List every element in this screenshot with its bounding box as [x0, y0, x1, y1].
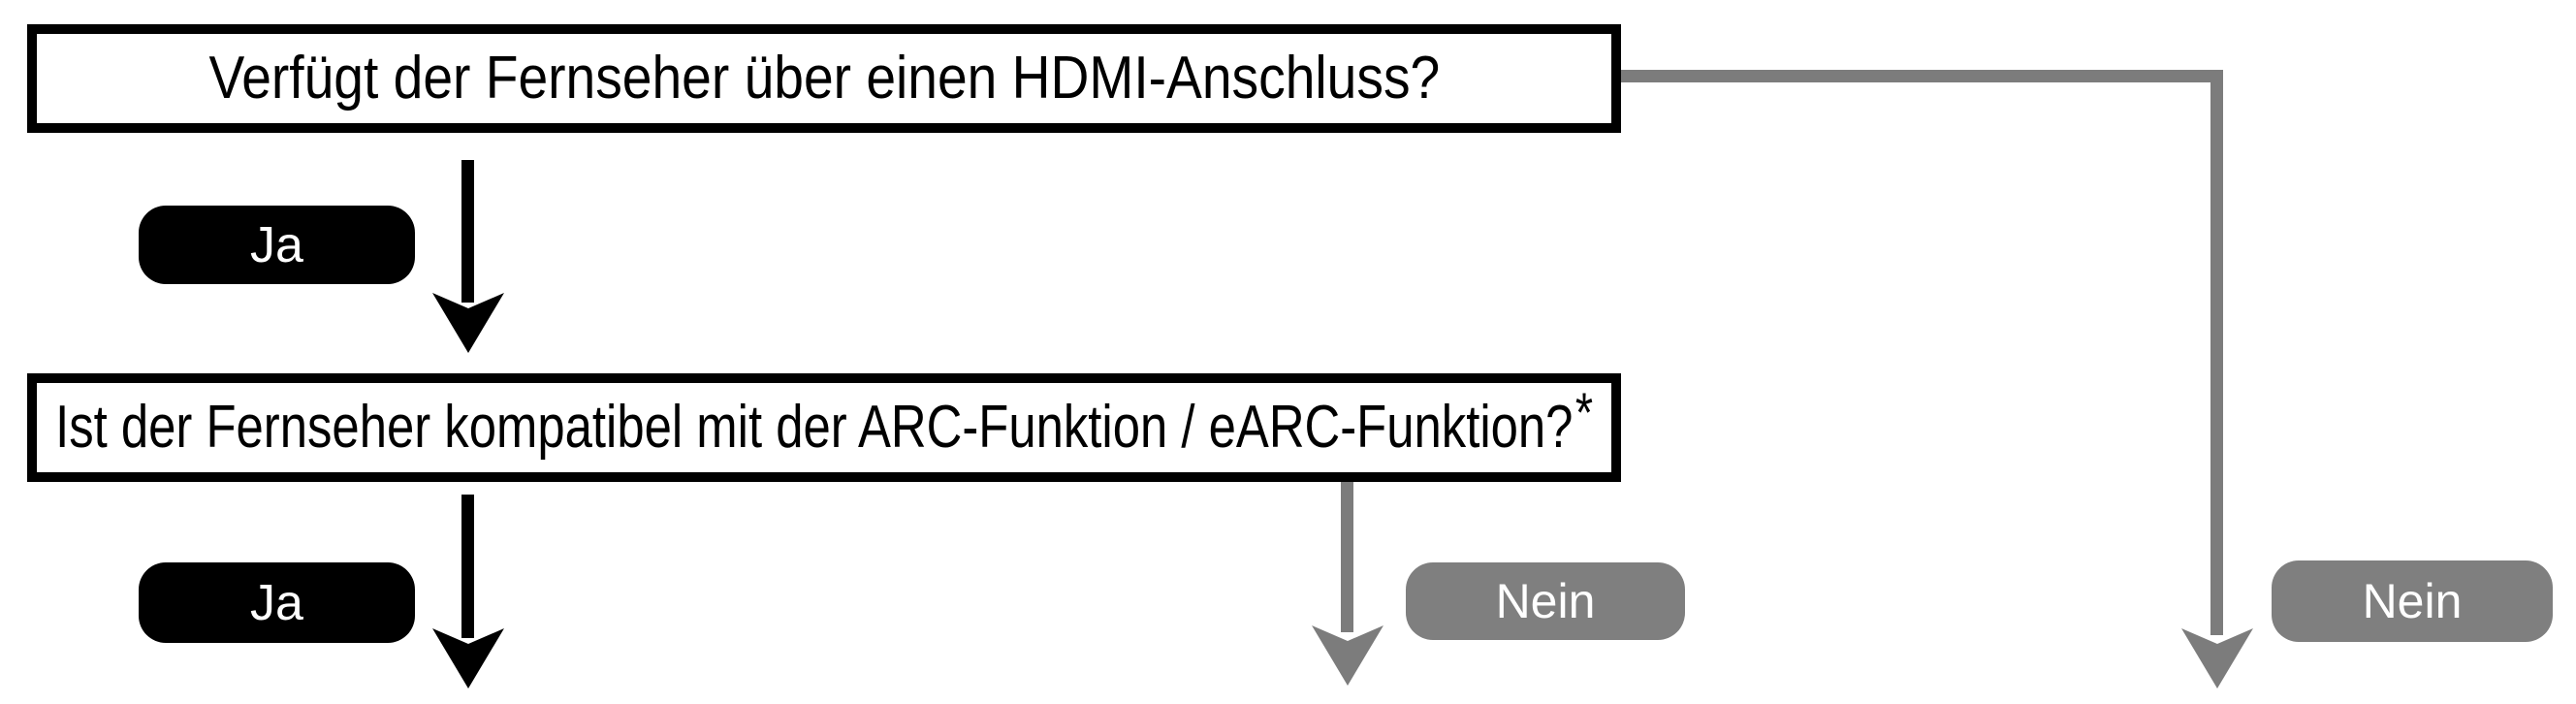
question-text-arc: Ist der Fernseher kompatibel mit der ARC…	[54, 394, 1574, 461]
q1-no-badge: Nein	[2272, 560, 2553, 642]
q2-no-label: Nein	[1495, 574, 1596, 628]
question-box-hdmi: Verfügt der Fernseher über einen HDMI-An…	[27, 24, 1621, 133]
q2-yes-label: Ja	[250, 574, 303, 631]
footnote-asterisk: *	[1574, 382, 1594, 445]
q1-no-down-arrow-icon	[2181, 628, 2253, 688]
question-text-arc-wrap: Ist der Fernseher kompatibel mit der ARC…	[55, 386, 1593, 458]
question-text-hdmi: Verfügt der Fernseher über einen HDMI-An…	[208, 45, 1440, 112]
q1-yes-down-arrow-icon	[432, 293, 504, 353]
q1-no-connector-horizontal	[1621, 70, 2223, 82]
q1-no-label: Nein	[2362, 574, 2463, 628]
q2-yes-down-arrow-icon	[432, 628, 504, 688]
q2-no-badge: Nein	[1406, 562, 1685, 640]
q1-no-connector-vertical	[2210, 70, 2223, 635]
q2-no-down-arrow-icon	[1312, 625, 1383, 686]
question-box-arc: Ist der Fernseher kompatibel mit der ARC…	[27, 373, 1621, 482]
q2-no-connector-vertical	[1341, 482, 1353, 632]
q1-yes-badge: Ja	[139, 206, 415, 284]
q1-yes-label: Ja	[250, 216, 303, 273]
q1-yes-connector-vertical	[461, 160, 474, 303]
q2-yes-badge: Ja	[139, 562, 415, 643]
q2-yes-connector-vertical	[461, 495, 474, 638]
